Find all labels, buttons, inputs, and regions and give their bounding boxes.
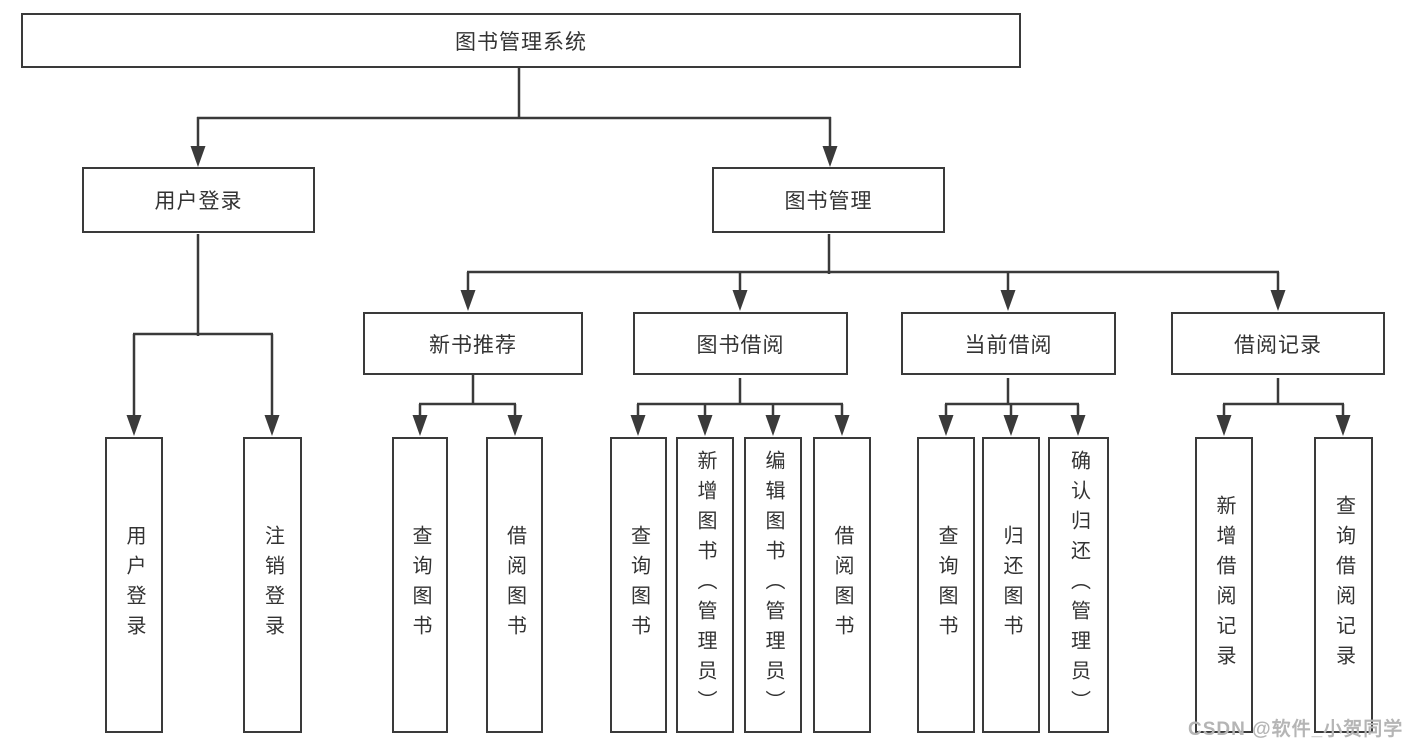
node-user-login-module: 用户登录 bbox=[82, 167, 315, 233]
node-leaf-user-login: 用户登录 bbox=[105, 437, 163, 733]
leaf-label: 查询图书 bbox=[935, 525, 957, 645]
leaf-label: 查询图书 bbox=[409, 525, 431, 645]
node-borrow-records: 借阅记录 bbox=[1171, 312, 1385, 375]
node-leaf-borrow-books: 借阅图书 bbox=[813, 437, 871, 733]
leaf-label: 新增借阅记录 bbox=[1213, 495, 1235, 675]
leaf-label: 编辑图书（管理员） bbox=[762, 450, 784, 720]
node-book-management-module: 图书管理 bbox=[712, 167, 945, 233]
node-root-system: 图书管理系统 bbox=[21, 13, 1021, 68]
leaf-label: 注销登录 bbox=[261, 525, 284, 645]
node-leaf-edit-books-admin: 编辑图书（管理员） bbox=[744, 437, 802, 733]
csdn-watermark: CSDN @软件_小贺同学 bbox=[1188, 719, 1404, 740]
node-leaf-logout: 注销登录 bbox=[243, 437, 302, 733]
node-current-borrow: 当前借阅 bbox=[901, 312, 1116, 375]
node-leaf-add-books-admin: 新增图书（管理员） bbox=[676, 437, 734, 733]
leaf-label: 用户登录 bbox=[123, 525, 145, 645]
node-leaf-borrow-books-recommend: 借阅图书 bbox=[486, 437, 543, 733]
node-leaf-query-books-borrow: 查询图书 bbox=[610, 437, 667, 733]
node-book-borrow: 图书借阅 bbox=[633, 312, 848, 375]
node-leaf-confirm-return-admin: 确认归还（管理员） bbox=[1048, 437, 1109, 733]
leaf-label: 借阅图书 bbox=[503, 525, 526, 645]
leaf-label: 确认归还（管理员） bbox=[1067, 450, 1090, 720]
leaf-label: 查询图书 bbox=[627, 525, 650, 645]
leaf-label: 归还图书 bbox=[1000, 525, 1022, 645]
leaf-label: 查询借阅记录 bbox=[1332, 495, 1355, 675]
node-leaf-query-borrow-record: 查询借阅记录 bbox=[1314, 437, 1373, 733]
leaf-label: 新增图书（管理员） bbox=[694, 450, 716, 720]
node-leaf-return-books: 归还图书 bbox=[982, 437, 1040, 733]
node-new-book-recommend: 新书推荐 bbox=[363, 312, 583, 375]
node-leaf-query-books-current: 查询图书 bbox=[917, 437, 975, 733]
node-leaf-add-borrow-record: 新增借阅记录 bbox=[1195, 437, 1253, 733]
leaf-label: 借阅图书 bbox=[831, 525, 853, 645]
node-leaf-query-books-recommend: 查询图书 bbox=[392, 437, 448, 733]
